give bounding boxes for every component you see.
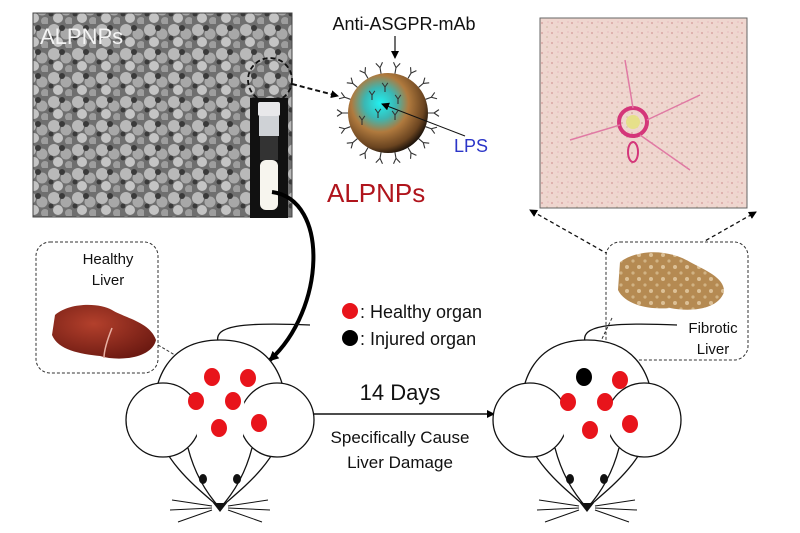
fibrotic-liver-label-2: Liver	[697, 341, 730, 358]
mouse-right-ear	[606, 382, 682, 458]
mouse-right-ear	[239, 382, 315, 458]
healthy-organ-dot	[188, 392, 204, 410]
antibody-icon	[358, 115, 366, 125]
healthy-organ-dot	[597, 393, 613, 411]
mouse-right-eye	[600, 474, 608, 484]
duration-label: 14 Days	[360, 380, 441, 405]
legend-injured-dot	[342, 330, 358, 346]
healthy-organ-dot	[225, 392, 241, 410]
fibrotic-liver-icon	[618, 252, 725, 310]
antibody-icon	[374, 108, 382, 118]
antibody-icon	[359, 147, 369, 159]
healthy-organ-dot	[582, 421, 598, 439]
injured-organ-dot	[576, 368, 592, 386]
mouse-whiskers	[169, 499, 271, 523]
legend-healthy-label: : Healthy organ	[360, 302, 482, 322]
antibody-icon	[393, 152, 401, 164]
mouse-left-eye	[566, 474, 574, 484]
healthy-liver-label-1: Healthy	[83, 251, 134, 268]
mouse-face	[562, 400, 612, 508]
mouse-face	[195, 400, 245, 508]
mouse-left-ear	[125, 382, 201, 458]
antibody-icon	[338, 92, 351, 100]
mouse-right-eye	[233, 474, 241, 484]
healthy-organ-dot	[211, 419, 227, 437]
sem-micrograph: ALPNPs	[32, 12, 293, 218]
lps-pointer	[381, 102, 466, 137]
antibody-icon	[368, 90, 376, 100]
mouse-left-ear	[492, 382, 568, 458]
healthy-organ-dot	[612, 371, 628, 389]
antibody-icon	[375, 152, 383, 164]
mouse-tail	[217, 323, 311, 343]
antibody-icon	[346, 77, 358, 88]
healthy-liver-label-2: Liver	[92, 272, 125, 289]
mouse-before	[125, 323, 315, 523]
antibody-icon	[336, 109, 348, 117]
antibody-icon	[381, 82, 389, 92]
injection-arrow	[268, 190, 316, 362]
antibody-icon	[407, 67, 417, 79]
antibody-label: Anti-ASGPR-mAb	[332, 14, 475, 34]
effect-label-1: Specifically Cause	[331, 428, 470, 447]
healthy-liver-icon	[52, 304, 156, 359]
legend-injured-label: : Injured organ	[360, 329, 476, 349]
histology-image	[539, 17, 748, 209]
antibody-icon	[394, 94, 402, 104]
mouse-left-eye	[199, 474, 207, 484]
effect-label-2: Liver Damage	[347, 453, 453, 472]
antibody-icon	[425, 92, 438, 100]
antibody-icon	[407, 147, 417, 159]
antibody-icon	[391, 110, 399, 120]
healthy-organ-dot	[204, 368, 220, 386]
sem-label: ALPNPs	[40, 24, 123, 49]
sample-tube	[250, 98, 288, 218]
antibody-icon	[375, 62, 383, 74]
mouse-nose	[213, 503, 227, 512]
legend: : Healthy organ : Injured organ	[342, 302, 482, 349]
healthy-organ-dot	[560, 393, 576, 411]
mouse-whiskers	[536, 499, 638, 523]
antibody-icon	[418, 138, 430, 149]
legend-healthy-dot	[342, 303, 358, 319]
antibody-icon	[425, 126, 438, 134]
antibody-icon	[393, 62, 401, 74]
fibrotic-liver-callout: Fibrotic Liver	[605, 241, 749, 361]
zoom-arrow	[291, 83, 339, 99]
healthy-liver-callout: Healthy Liver	[35, 241, 159, 374]
mouse-nose	[580, 503, 594, 512]
antibody-icon	[338, 126, 351, 134]
antibody-icons	[336, 62, 440, 164]
healthy-organ-dot	[622, 415, 638, 433]
healthy-organ-dot	[251, 414, 267, 432]
antibody-icon	[359, 67, 369, 79]
mouse-after	[492, 323, 682, 523]
antibody-icon	[346, 138, 358, 149]
fibrotic-liver-label-1: Fibrotic	[688, 320, 738, 337]
mouse-tail	[584, 323, 678, 343]
alpnps-title: ALPNPs	[327, 178, 425, 208]
nanoparticle-sphere	[336, 62, 440, 164]
antibody-icon	[418, 77, 430, 88]
healthy-organ-dot	[240, 369, 256, 387]
antibody-icon	[428, 109, 440, 117]
lps-label: LPS	[454, 136, 488, 156]
